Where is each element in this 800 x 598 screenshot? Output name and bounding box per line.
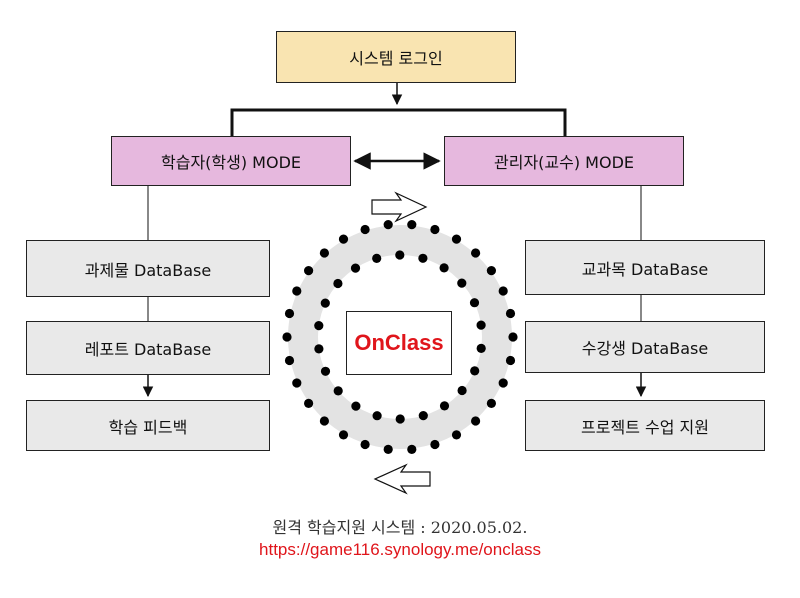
cycle-ring [288,225,512,449]
ring-dot [351,401,361,411]
onclass-label: OnClass [346,311,452,375]
ring-dot [407,444,417,454]
ring-dot [292,286,302,296]
ring-dot [505,308,516,319]
ring-dot [282,332,292,342]
hollow-arrow-right [371,191,428,223]
admin-mode-box: 관리자(교수) MODE [444,136,684,186]
system-login-box: 시스템 로그인 [276,31,516,83]
ring-dot [338,234,349,244]
ring-dot [439,401,450,411]
ring-dot [430,439,440,450]
system-caption: 원격 학습지원 시스템 : 2020.05.02. [272,518,528,537]
ring-dot [372,253,382,263]
learning-feedback-box: 학습 피드백 [26,400,270,451]
ring-dot [451,234,462,244]
ring-dot [319,248,329,258]
ring-dot [471,248,481,258]
ring-dot [372,411,382,421]
ring-dot [451,430,462,440]
ring-dot [395,414,405,424]
ring-dot [471,416,481,426]
ring-dot [338,430,349,440]
ring-dot [486,266,496,276]
ring-dot [360,439,370,450]
ring-dot [439,263,449,273]
project-support-box: 프로젝트 수업 지원 [525,400,765,451]
ring-dot [407,220,417,230]
assignment-database-box: 과제물 DataBase [26,240,270,297]
ring-dot [292,378,302,388]
ring-dot [505,355,516,366]
ring-dot [418,411,428,421]
ring-dot [430,224,440,235]
ring-dot [395,250,405,260]
ring-dot [457,385,467,396]
ring-dot [320,298,330,308]
ring-dot [314,321,324,331]
student-database-box: 수강생 DataBase [525,321,765,373]
ring-dot [350,263,361,273]
ring-dots [282,220,518,454]
ring-dot [383,444,393,454]
ring-dot [476,320,486,330]
ring-dot [418,253,428,263]
ring-dot [304,398,314,408]
ring-dot [304,266,314,276]
ring-dot [383,220,393,230]
ring-dot [284,308,295,319]
ring-dot [333,278,343,289]
mode-bracket [230,108,567,136]
ring-dot [498,286,508,296]
ring-dot [284,355,295,366]
ring-dot [314,344,324,354]
ring-dot [470,366,480,376]
onclass-url[interactable]: https://game116.synology.me/onclass [259,540,541,559]
ring-dot [457,278,467,288]
ring-dot [319,416,329,426]
report-database-box: 레포트 DataBase [26,321,270,375]
ring-dot [508,332,518,342]
ring-dot [360,224,370,235]
course-database-box: 교과목 DataBase [525,240,765,295]
ring-dot [476,343,486,353]
ring-dot [333,386,343,396]
ring-dot [486,398,496,408]
ring-dot [469,298,480,308]
learner-mode-box: 학습자(학생) MODE [111,136,351,186]
ring-dot [320,366,331,376]
hollow-arrow-left [373,463,431,495]
ring-dot [498,378,508,388]
